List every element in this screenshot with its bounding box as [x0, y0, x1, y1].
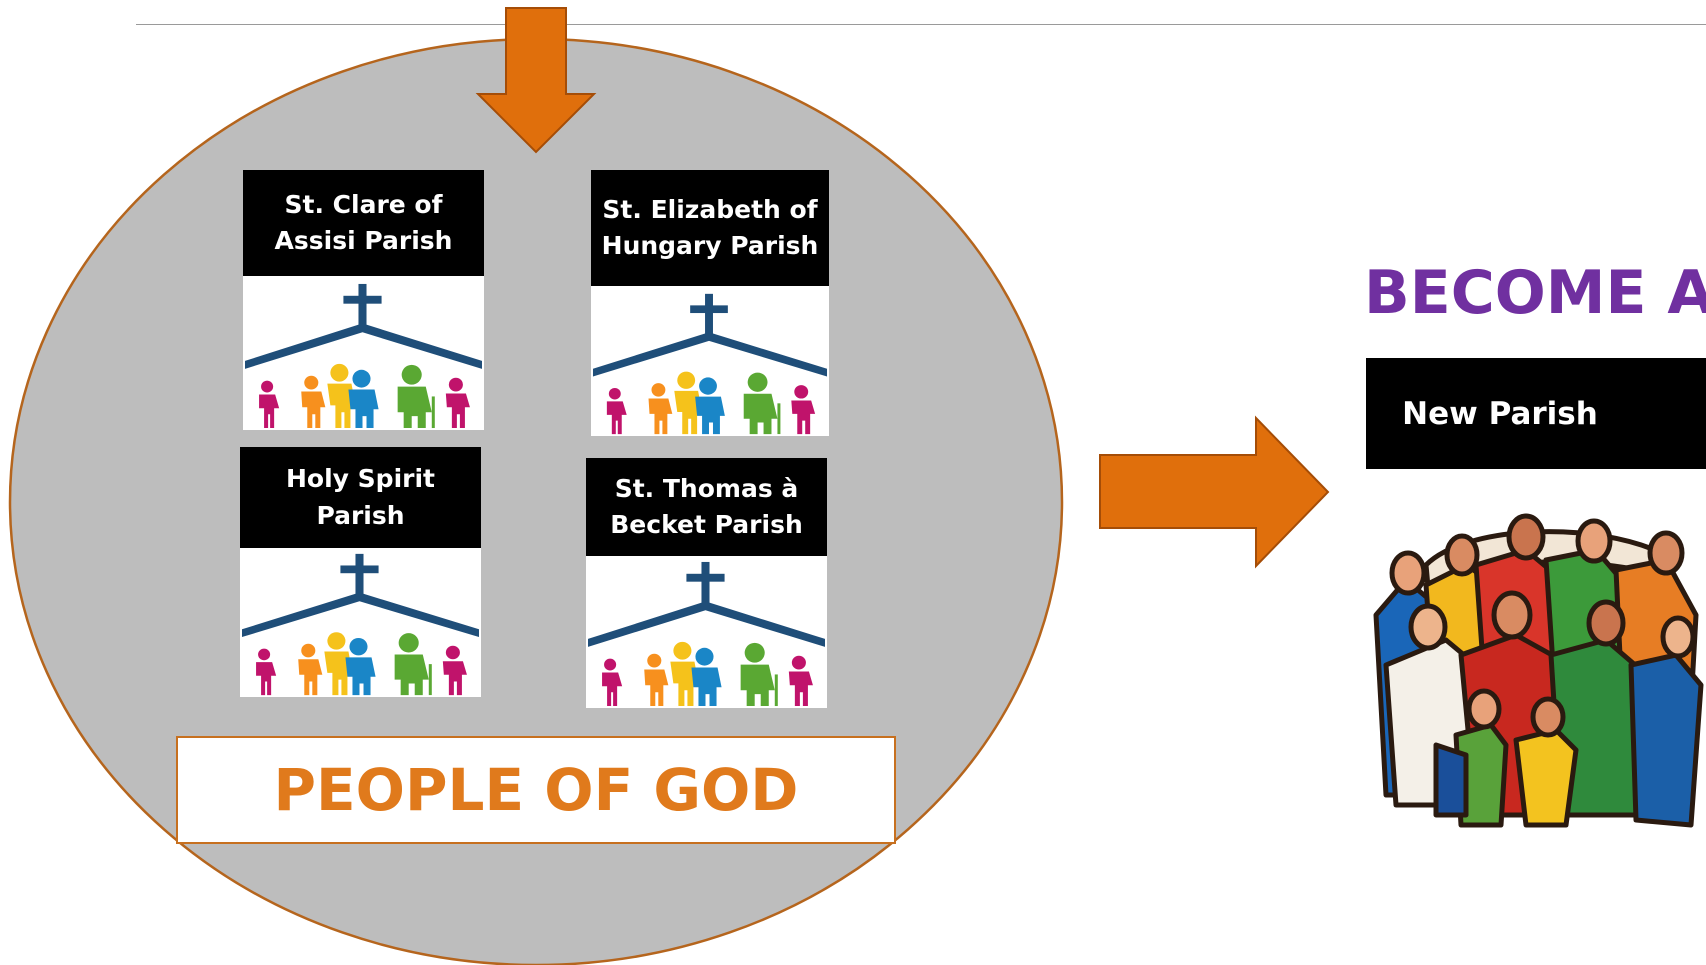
parish-card-2: St. Elizabeth of Hungary Parish: [591, 170, 829, 436]
crowd-icon: [1366, 495, 1706, 835]
church-family-icon: [586, 558, 827, 708]
church-family-icon: [243, 280, 484, 430]
church-family-icon: [591, 290, 829, 436]
become-a-heading: BECOME A: [1364, 258, 1706, 328]
top-rule: [136, 24, 1706, 25]
new-parish-label: New Parish: [1402, 395, 1598, 432]
right-arrow-icon: [1099, 415, 1330, 569]
down-arrow-icon: [475, 7, 597, 154]
church-family-icon: [240, 550, 481, 697]
parish-card-title: St. Thomas à Becket Parish: [586, 458, 827, 556]
parish-card-1: St. Clare of Assisi Parish: [243, 170, 484, 430]
people-of-god-label: PEOPLE OF GOD: [176, 736, 896, 844]
parish-card-title: St. Elizabeth of Hungary Parish: [591, 170, 829, 286]
parish-card-title: Holy Spirit Parish: [240, 447, 481, 548]
new-parish-box: New Parish: [1366, 358, 1706, 469]
parish-card-title: St. Clare of Assisi Parish: [243, 170, 484, 276]
parish-card-3: Holy Spirit Parish: [240, 447, 481, 697]
parish-card-4: St. Thomas à Becket Parish: [586, 458, 827, 708]
